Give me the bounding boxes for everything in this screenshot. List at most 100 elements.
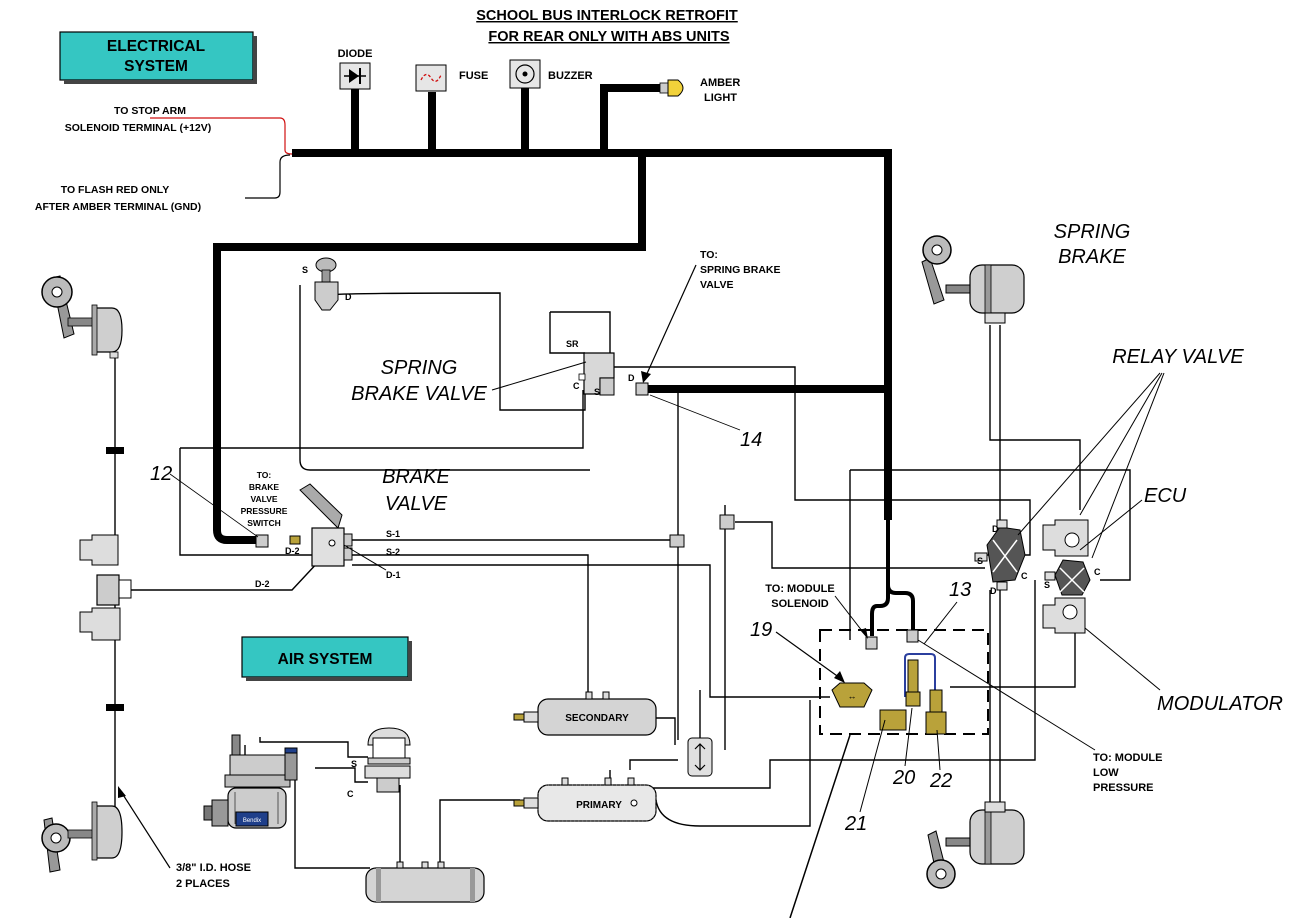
- to-sbv-label-line3: VALVE: [700, 279, 733, 291]
- sbv-port-s: S: [594, 387, 600, 397]
- right-bottom-spring-chamber: [926, 801, 1025, 889]
- diode-label: DIODE: [338, 48, 373, 60]
- relay-valve-right: [1044, 559, 1091, 596]
- callout-22-leader: [936, 729, 941, 771]
- sbv-port-c: C: [573, 381, 580, 391]
- to-module-solenoid-line1: TO: MODULE: [765, 583, 834, 595]
- callout-12: 12: [150, 463, 172, 485]
- pushpull-port-d: D: [345, 292, 352, 302]
- amber-light-icon: [659, 79, 684, 97]
- to-bvps-line5: SWITCH: [247, 518, 281, 528]
- stop-arm-label-line1: TO STOP ARM: [114, 105, 186, 117]
- diagram-title-line2: FOR REAR ONLY WITH ABS UNITS: [488, 29, 729, 45]
- to-module-low-leader: [917, 639, 1096, 751]
- electrical-label-line2: SYSTEM: [124, 58, 188, 75]
- tee-fitting-2: [719, 514, 735, 530]
- relay-left-port-d-top: D: [992, 524, 999, 534]
- right-top-spring-chamber: [921, 235, 1025, 324]
- left-axle-bottom-chamber: [41, 801, 123, 873]
- to-bvps-line4: PRESSURE: [241, 506, 288, 516]
- fuse-icon: [415, 64, 447, 92]
- flash-red-wire: [245, 154, 291, 199]
- hose-clamp-lower: [106, 704, 124, 711]
- spring-brake-valve: SR C S D: [566, 339, 635, 397]
- to-sbv-label-line2: SPRING BRAKE: [700, 264, 781, 276]
- fitting-21: [879, 709, 907, 731]
- ecu-leader: [1079, 499, 1143, 551]
- flash-red-label-line2: AFTER AMBER TERMINAL (GND): [35, 201, 201, 213]
- spring-brake-valve-label-line2: BRAKE VALVE: [351, 383, 487, 405]
- callout-21-leader: [859, 719, 886, 813]
- left-axle-modulator: [79, 534, 132, 641]
- primary-tank: [513, 777, 657, 822]
- callout-20: 20: [892, 767, 915, 789]
- brake-valve-label-line1: BRAKE: [382, 466, 450, 488]
- module-solenoid-terminal: [865, 636, 878, 650]
- hose-label-line1: 3/8" I.D. HOSE: [176, 862, 251, 874]
- bv-port-s1: S-1: [386, 529, 400, 539]
- bv-port-d2-upper: D-2: [285, 546, 300, 556]
- svg-text:↔: ↔: [848, 691, 857, 701]
- relay-left-port-s: S: [977, 556, 983, 566]
- callout-19: 19: [750, 619, 772, 641]
- stop-arm-wire: [150, 117, 293, 155]
- modulator-upper: [1042, 519, 1089, 557]
- fuse-label: FUSE: [459, 70, 488, 82]
- buzzer-label: BUZZER: [548, 70, 593, 82]
- governor-and-filter: [364, 727, 411, 793]
- callout-14-leader: [649, 394, 741, 431]
- relay-valve-label: RELAY VALVE: [1112, 346, 1244, 368]
- to-module-low-line2: LOW: [1093, 767, 1119, 779]
- secondary-tank: [513, 691, 657, 736]
- callout-22: 22: [929, 770, 952, 792]
- air-system-box: AIR SYSTEM: [241, 636, 412, 681]
- hose-label-line2: 2 PLACES: [176, 878, 230, 890]
- to-sbv-leader: [644, 264, 697, 379]
- to-sbv-arrow: [641, 371, 651, 383]
- to-module-solenoid-arrow: [860, 628, 868, 639]
- diagram-title-line1: SCHOOL BUS INTERLOCK RETROFIT: [476, 8, 738, 24]
- relay-right-port-s: S: [1044, 580, 1050, 590]
- solenoid-loop: [904, 653, 936, 697]
- fitting-22: [925, 689, 947, 735]
- double-check-valve-tank: [687, 737, 713, 777]
- brake-valve: [289, 483, 353, 567]
- module-box-leader: [789, 734, 851, 918]
- spring-brake-label-line2: BRAKE: [1058, 246, 1126, 268]
- brake-valve-label-line2: VALVE: [385, 493, 448, 515]
- spring-brake-valve-label-line1: SPRING: [381, 357, 458, 379]
- relay-left-port-c: C: [1021, 571, 1028, 581]
- modulator-leader: [1084, 627, 1161, 691]
- module-wires: [870, 520, 915, 636]
- bv-port-d1: D-1: [386, 570, 401, 580]
- modulator-lower: [1042, 597, 1086, 634]
- callout-13-leader: [923, 601, 958, 645]
- callout-14: 14: [740, 429, 762, 451]
- air-system-label: AIR SYSTEM: [278, 651, 373, 668]
- to-bvps-line2: BRAKE: [249, 482, 280, 492]
- callout-19-leader: [775, 631, 841, 679]
- spring-brake-label-line1: SPRING: [1054, 221, 1131, 243]
- bendix-badge: Bendix: [243, 818, 261, 824]
- sbv-leader-line: [491, 361, 587, 391]
- stop-arm-label-line2: SOLENOID TERMINAL (+12V): [65, 122, 212, 134]
- amber-light-label-line1: AMBER: [700, 77, 740, 89]
- callout-21: 21: [844, 813, 867, 835]
- double-check-valve-19: ↔: [831, 682, 873, 708]
- buzzer-icon: [509, 59, 541, 89]
- modulator-label: MODULATOR: [1157, 693, 1283, 715]
- air-compressor: [203, 734, 298, 829]
- pushpull-port-s: S: [302, 265, 308, 275]
- sbv-pressure-switch: [635, 382, 649, 396]
- tee-fitting-1: [669, 534, 685, 548]
- amber-light-label-line2: LIGHT: [704, 92, 737, 104]
- to-bvps-line1: TO:: [257, 470, 272, 480]
- to-bvps-line3: VALVE: [250, 494, 277, 504]
- to-module-solenoid-leader: [834, 595, 867, 637]
- to-module-solenoid-line2: SOLENOID: [771, 598, 829, 610]
- to-module-low-line1: TO: MODULE: [1093, 752, 1162, 764]
- bv-port-d2-lower: D-2: [255, 579, 270, 589]
- to-sbv-label-line1: TO:: [700, 249, 718, 261]
- hose-leader-arrow: [118, 786, 126, 798]
- relay-left-port-d-bottom: D: [990, 586, 997, 596]
